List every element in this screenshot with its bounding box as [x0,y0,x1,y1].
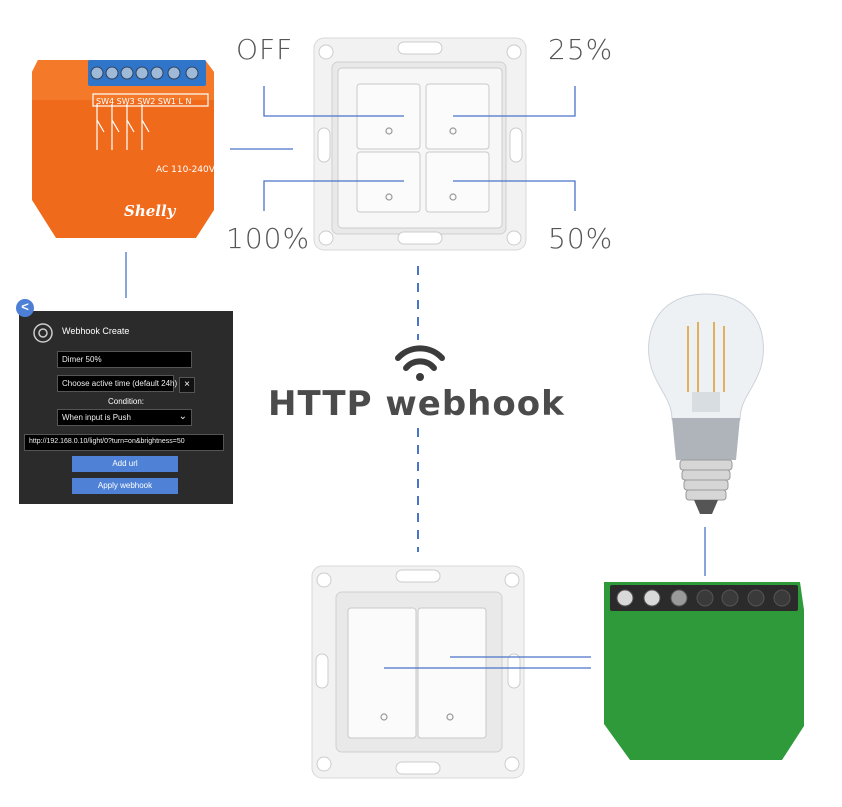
condition-label: Condition: [107,397,145,406]
clear-icon[interactable]: × [179,377,195,393]
wifi-icon [395,345,445,381]
switch-four-button [313,37,527,251]
bottom-mapping-lines [384,656,591,669]
shelly-orange-relay: SW4 SW3 SW2 SW1 L N AC 110-240V Shelly [32,60,216,238]
panel-header: Webhook Create [62,326,130,336]
button-mapping-lines [125,86,576,298]
shelly-logo: Shelly [124,202,177,220]
back-icon[interactable]: < [16,299,34,317]
add-url-button[interactable]: Add url [72,456,178,472]
chevron-down-icon: ⌄ [178,411,187,422]
relay-voltage-label: AC 110-240V [156,165,216,175]
apply-webhook-button[interactable]: Apply webhook [72,478,178,494]
condition-select[interactable]: When input is Push ⌄ [57,409,192,426]
name-input[interactable]: Dimer 50% [57,351,192,368]
light-bulb [648,293,764,514]
label-100: 100% [226,222,311,255]
active-time-select[interactable]: Choose active time (default 24h) [57,375,177,392]
label-25: 25% [548,33,614,66]
condition-value: When input is Push [62,413,131,422]
switch-two-button [311,565,525,779]
label-50: 50% [548,222,614,255]
relay-terminal-labels: SW4 SW3 SW2 SW1 L N [96,97,191,106]
shelly-green-relay [604,582,804,760]
url-input[interactable]: http://192.168.0.10/light/0?turn=on&brig… [24,434,224,451]
diagram-title: HTTP webhook [268,384,565,424]
webhook-icon [33,323,53,343]
label-off: OFF [236,33,294,66]
webhook-create-panel: Webhook Create Dimer 50% Choose active t… [19,311,233,504]
